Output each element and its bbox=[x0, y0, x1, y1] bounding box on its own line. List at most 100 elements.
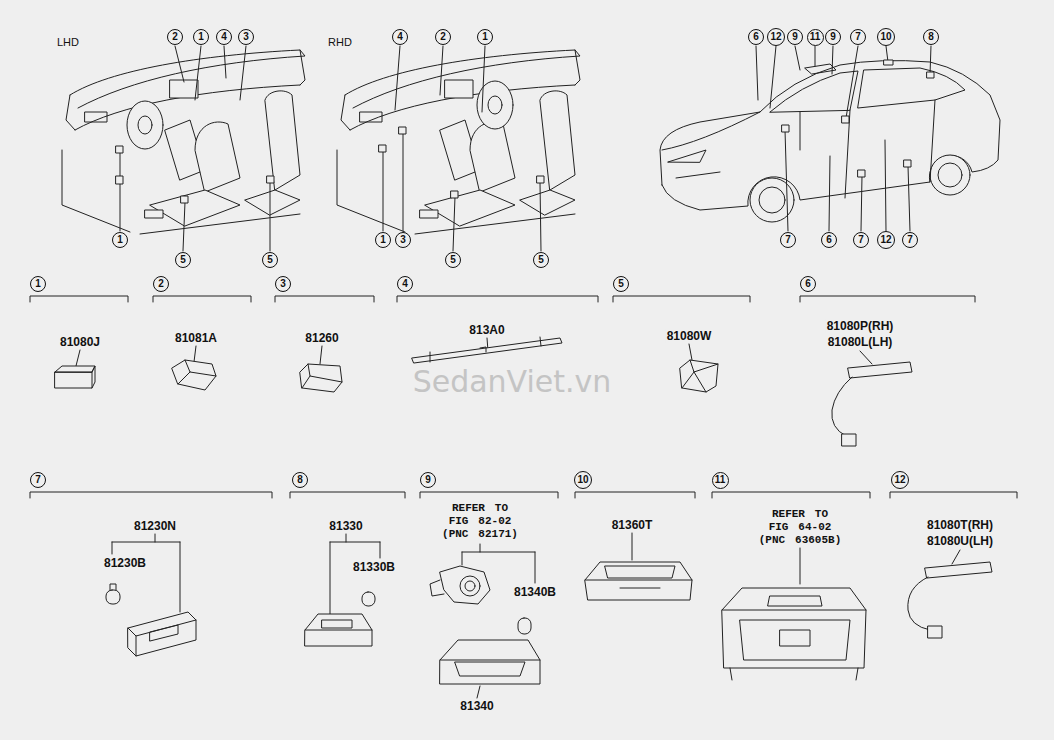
part-number: 81080T(RH) bbox=[926, 518, 994, 532]
callout-circle: 3 bbox=[395, 232, 411, 248]
part-number: 81340B bbox=[513, 585, 557, 599]
callout-number: 12 bbox=[770, 32, 781, 42]
callout-number: 10 bbox=[577, 475, 588, 485]
callout-circle: 6 bbox=[821, 232, 837, 248]
callout-number: 4 bbox=[221, 32, 227, 42]
watermark: SedanViet.vn bbox=[412, 364, 613, 399]
interior-outline bbox=[62, 50, 305, 234]
callout-number: 5 bbox=[538, 255, 544, 265]
callout-number: 9 bbox=[830, 32, 836, 42]
callout-number: 1 bbox=[482, 32, 488, 42]
callout-circle: 9 bbox=[825, 29, 841, 45]
callout-number: 5 bbox=[267, 255, 273, 265]
part-number: 81230B bbox=[103, 556, 147, 570]
callout-circle: 3 bbox=[275, 276, 291, 292]
callout-circle: 3 bbox=[238, 29, 254, 45]
callout-circle: 2 bbox=[153, 276, 169, 292]
callout-number: 6 bbox=[805, 279, 811, 289]
part-number: 81080J bbox=[59, 335, 101, 349]
callout-number: 1 bbox=[35, 279, 41, 289]
view-label: LHD bbox=[56, 36, 80, 48]
reference-note: REFER TO FIG 82-02 (PNC 82171) bbox=[437, 502, 523, 541]
callout-number: 11 bbox=[810, 32, 821, 42]
callout-circle: 6 bbox=[800, 276, 816, 292]
callout-circle: 5 bbox=[445, 252, 461, 268]
part-number: 813A0 bbox=[468, 323, 505, 337]
callout-circle: 7 bbox=[30, 472, 46, 488]
callout-circle: 4 bbox=[397, 276, 413, 292]
callout-number: 9 bbox=[425, 475, 431, 485]
callout-number: 7 bbox=[785, 235, 791, 245]
callout-number: 3 bbox=[280, 279, 286, 289]
part-number: 81330 bbox=[328, 519, 363, 533]
callout-number: 8 bbox=[928, 32, 934, 42]
callout-circle: 7 bbox=[780, 232, 796, 248]
callout-number: 4 bbox=[402, 279, 408, 289]
callout-circle: 4 bbox=[216, 29, 232, 45]
callout-number: 5 bbox=[180, 255, 186, 265]
callout-number: 1 bbox=[117, 235, 123, 245]
part-number: 81340 bbox=[459, 699, 494, 713]
part-number: 81080W bbox=[666, 329, 713, 343]
callout-number: 10 bbox=[880, 32, 891, 42]
callout-circle: 11 bbox=[807, 29, 824, 46]
callout-circle: 1 bbox=[375, 232, 391, 248]
callout-number: 2 bbox=[172, 32, 178, 42]
callout-number: 12 bbox=[894, 475, 905, 485]
callout-circle: 5 bbox=[533, 252, 549, 268]
callout-circle: 9 bbox=[787, 29, 803, 45]
callout-circle: 12 bbox=[767, 28, 785, 46]
callout-number: 11 bbox=[715, 475, 726, 485]
part-number: 81330B bbox=[352, 560, 396, 574]
callout-circle: 5 bbox=[262, 252, 278, 268]
callout-number: 6 bbox=[753, 32, 759, 42]
callout-number: 4 bbox=[397, 32, 403, 42]
callout-circle: 12 bbox=[877, 231, 895, 249]
callout-circle: 7 bbox=[850, 29, 866, 45]
callout-circle: 8 bbox=[292, 472, 308, 488]
part-number: 81230N bbox=[133, 519, 177, 533]
callout-number: 7 bbox=[35, 475, 41, 485]
callout-number: 2 bbox=[158, 279, 164, 289]
callout-number: 2 bbox=[440, 32, 446, 42]
callout-circle: 6 bbox=[748, 29, 764, 45]
part-number: 81081A bbox=[174, 331, 218, 345]
part-number: 81080L(LH) bbox=[827, 335, 894, 349]
callout-circle: 11 bbox=[712, 472, 729, 489]
callout-number: 7 bbox=[855, 32, 861, 42]
callout-number: 7 bbox=[907, 235, 913, 245]
callout-number: 12 bbox=[880, 235, 891, 245]
callout-circle: 4 bbox=[392, 29, 408, 45]
callout-number: 6 bbox=[826, 235, 832, 245]
callout-circle: 7 bbox=[853, 232, 869, 248]
callout-number: 3 bbox=[400, 235, 406, 245]
callout-number: 1 bbox=[380, 235, 386, 245]
callout-number: 5 bbox=[450, 255, 456, 265]
part-number: 81080U(LH) bbox=[926, 534, 994, 548]
callout-circle: 1 bbox=[112, 232, 128, 248]
callout-circle: 5 bbox=[175, 252, 191, 268]
callout-circle: 8 bbox=[923, 29, 939, 45]
callout-circle: 10 bbox=[877, 28, 895, 46]
callout-circle: 5 bbox=[613, 276, 629, 292]
callout-circle: 1 bbox=[30, 276, 46, 292]
callout-number: 7 bbox=[858, 235, 864, 245]
callout-circle: 12 bbox=[891, 471, 909, 489]
callout-circle: 1 bbox=[193, 29, 209, 45]
callout-circle: 7 bbox=[902, 232, 918, 248]
callout-circle: 2 bbox=[435, 29, 451, 45]
callout-circle: 1 bbox=[477, 29, 493, 45]
view-label: RHD bbox=[327, 36, 353, 48]
callout-circle: 2 bbox=[167, 29, 183, 45]
callout-number: 9 bbox=[792, 32, 798, 42]
callout-circle: 10 bbox=[574, 471, 592, 489]
part-number: 81080P(RH) bbox=[826, 319, 895, 333]
part-number: 81260 bbox=[304, 331, 339, 345]
part-number: 81360T bbox=[611, 518, 654, 532]
callout-number: 1 bbox=[198, 32, 204, 42]
callout-number: 5 bbox=[618, 279, 624, 289]
reference-note: REFER TO FIG 64-02 (PNC 63605B) bbox=[757, 508, 843, 547]
callout-circle: 9 bbox=[420, 472, 436, 488]
callout-number: 8 bbox=[297, 475, 303, 485]
callout-number: 3 bbox=[243, 32, 249, 42]
